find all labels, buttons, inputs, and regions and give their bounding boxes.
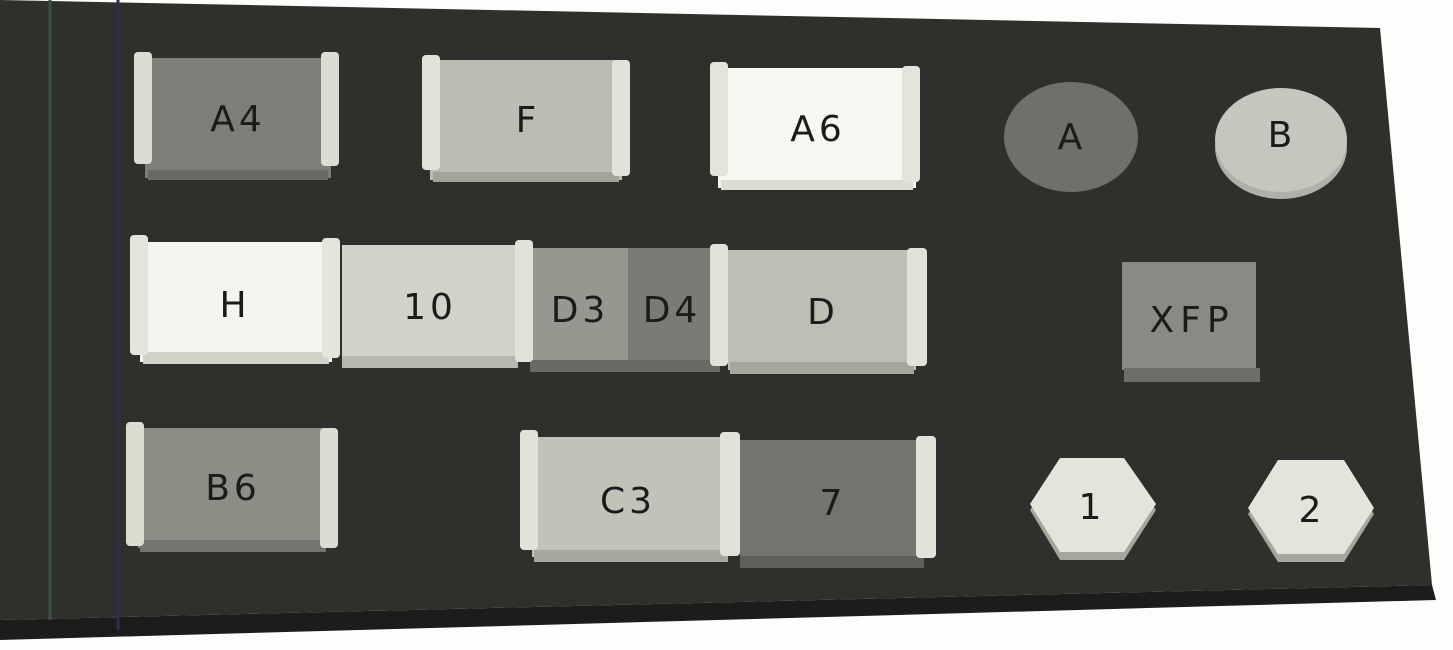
label-b: B [1250, 118, 1314, 154]
label-1: 1 [1060, 490, 1124, 526]
label-d4: D4 [632, 293, 712, 329]
label-2: 2 [1280, 493, 1344, 529]
label-10: 10 [380, 290, 480, 326]
label-a: A [1040, 120, 1104, 156]
label-f: F [480, 103, 576, 139]
label-d: D [775, 295, 871, 331]
label-d3: D3 [540, 293, 620, 329]
label-xfp: XFP [1130, 303, 1254, 339]
label-c3: C3 [580, 484, 676, 520]
label-h: H [187, 288, 283, 324]
label-a4: A4 [190, 102, 286, 138]
label-7: 7 [785, 486, 881, 522]
label-b6: B6 [185, 471, 281, 507]
label-a6: A6 [770, 112, 866, 148]
